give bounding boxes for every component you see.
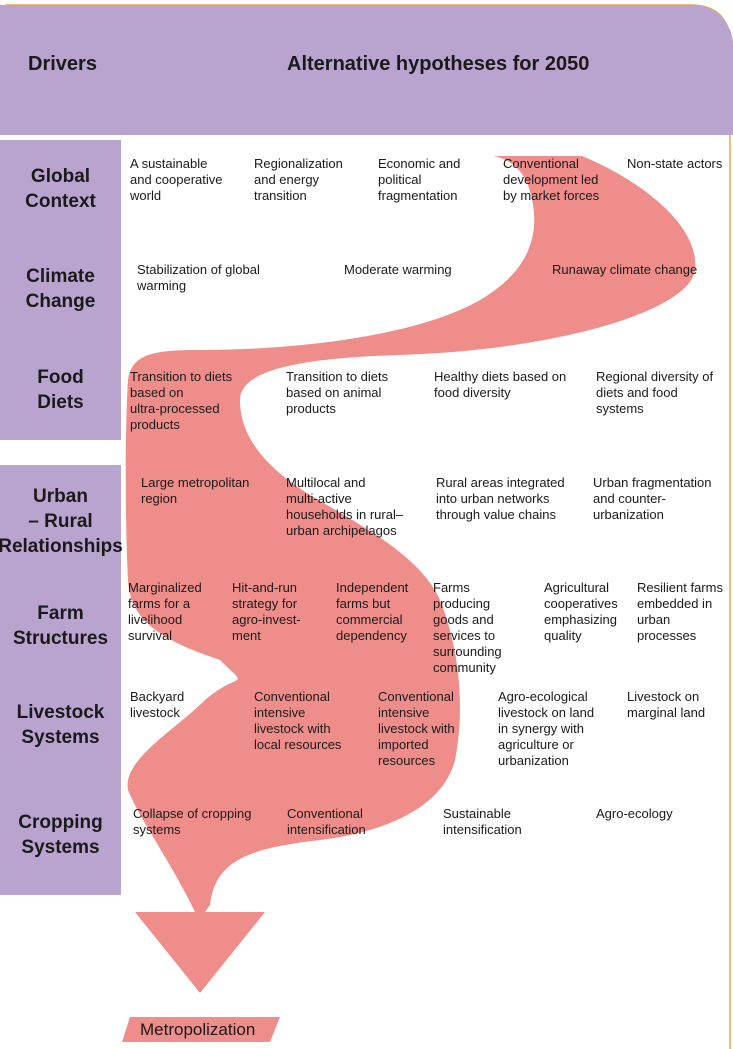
driver-cropping-systems: Cropping Systems — [0, 775, 121, 895]
driver-climate-change: Climate Change — [0, 237, 121, 340]
hypothesis-cell: Non-state actors — [627, 156, 723, 171]
hypothesis-cell: Conventional intensive livestock with im… — [378, 689, 455, 768]
driver-farm-structures: Farm Structures — [0, 577, 121, 675]
hypothesis-cell: Agricultural cooperatives emphasizing qu… — [544, 580, 618, 643]
header-bar — [0, 5, 733, 135]
driver-livestock-systems: Livestock Systems — [0, 675, 121, 775]
hypothesis-cell: Economic and political fragmentation — [378, 156, 461, 203]
hypothesis-cell: A sustainable and cooperative world — [130, 156, 223, 203]
hypothesis-cell: Regional diversity of diets and food sys… — [596, 369, 714, 416]
hypothesis-cell: Conventional development led by market f… — [503, 156, 600, 203]
hypothesis-cell: Runaway climate change — [552, 262, 698, 277]
hypothesis-cell: Resilient farms embedded in urban proces… — [637, 580, 723, 643]
hypothesis-cell: Moderate warming — [344, 262, 452, 277]
hypothesis-cell: Stabilization of global warming — [137, 262, 260, 293]
hypothesis-cell: Transition to diets based on animal prod… — [286, 369, 389, 416]
driver-urban-rural: Urban – Rural Relationships — [0, 465, 123, 577]
hypothesis-cell: Sustainable intensification — [443, 806, 522, 837]
hypothesis-cell: Agro-ecological livestock on land in syn… — [498, 689, 595, 768]
hypothesis-cell: Independent farms but commercial depende… — [336, 580, 409, 643]
hypothesis-cell: Large metropolitan region — [141, 475, 250, 506]
hypothesis-cell: Transition to diets based on ultra-proce… — [130, 369, 233, 432]
hypothesis-cell: Rural areas integrated into urban networ… — [436, 475, 565, 522]
hypothesis-cell: Livestock on marginal land — [627, 689, 706, 720]
hypothesis-cell: Farms producing goods and services to su… — [433, 580, 502, 675]
hypothesis-cell: Conventional intensive livestock with lo… — [254, 689, 342, 752]
hypothesis-cell: Collapse of cropping systems — [133, 806, 252, 837]
hypothesis-cell: Healthy diets based on food diversity — [434, 369, 567, 400]
hypothesis-cell: Regionalization and energy transition — [254, 156, 343, 203]
scenario-pathway — [125, 156, 696, 912]
driver-global-context: Global Context — [0, 140, 121, 237]
hypothesis-cell: Urban fragmentation and counter- urbaniz… — [593, 475, 712, 522]
hypothesis-cell: Multilocal and multi-active households i… — [286, 475, 404, 538]
hypothesis-cell: Agro-ecology — [596, 806, 673, 821]
driver-food-diets: Food Diets — [0, 340, 121, 440]
outcome-label: Metropolization — [140, 1020, 256, 1039]
outcome-banner — [122, 1017, 280, 1042]
hypothesis-cell: Backyard livestock — [130, 689, 185, 720]
drivers-heading: Drivers — [28, 53, 97, 75]
pathway-arrow — [135, 912, 265, 993]
diagram-title: Alternative hypotheses for 2050 — [287, 53, 590, 75]
hypothesis-cell: Marginalized farms for a livelihood surv… — [128, 580, 202, 643]
hypothesis-cell: Conventional intensification — [287, 806, 366, 837]
hypothesis-cell: Hit-and-run strategy for agro-invest- me… — [232, 580, 301, 643]
